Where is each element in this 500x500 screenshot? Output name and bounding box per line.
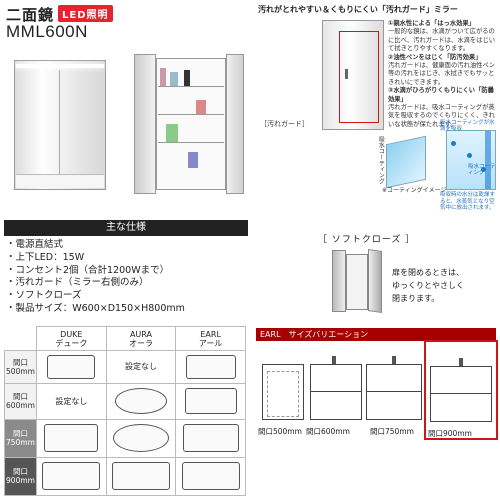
sink-image [42, 462, 101, 491]
led-badge: LED照明 [58, 5, 113, 22]
guard-mirror-image [322, 20, 384, 130]
sink-image [114, 388, 167, 415]
spec-list: ・電源直結式 ・上下LED：15W ・コンセント2個（合計1200Wまで） ・汚… [6, 239, 246, 316]
spec-item: ・製品サイズ：W600×D150×H800mm [6, 302, 185, 314]
absorb-diagram-side: 吸水コーティング [468, 164, 496, 176]
sink-image [111, 462, 170, 491]
spec-item: ・コンセント2個（合計1200Wまで） [6, 264, 170, 276]
sink-image [44, 424, 99, 453]
coating-diagram [386, 135, 426, 189]
not-available-text: 設定なし [36, 382, 107, 420]
cabinet-closed-image [6, 48, 116, 198]
spec-item: ・上下LED：15W [6, 251, 85, 263]
spec-heading: 主な仕様 [4, 220, 248, 236]
cabinet-open-image [128, 54, 248, 194]
soft-close-image [328, 249, 386, 313]
sink-image [181, 462, 240, 491]
soft-close-title: ［ ソフトクローズ ］ [318, 235, 416, 245]
sink-image [185, 354, 236, 379]
absorb-diagram-note: 吸収時の水分は乾燥すると、水蒸気となり空気中に放出されます。 [440, 192, 496, 211]
sink-image [112, 424, 169, 453]
spec-item: ・ソフトクローズ [6, 290, 82, 302]
coating-label: 吸水コーティング [377, 136, 385, 184]
earl-variant-900: 間口900mm [424, 340, 498, 440]
guard-notes: ①親水性による「はっ水効果」 一般的な鏡は、水滴がついて広がるのに比べ、汚れガー… [388, 20, 496, 128]
earl-variant-750: 間口750mm [364, 354, 428, 440]
spec-item: ・汚れガード（ミラー右側のみ） [6, 277, 149, 289]
sink-image [47, 354, 96, 379]
spec-item: ・電源直結式 [6, 239, 64, 250]
earl-heading: EARL サイズバリエーション [256, 328, 496, 341]
guard-title: 汚れがとれやすい＆くもりにくい「汚れガード」ミラー [258, 5, 458, 14]
absorb-diagram-top: 吸水コーティングが水滴を吸収 [440, 120, 495, 132]
model-number: MML600N [6, 22, 88, 41]
not-available-text: 設定なし [105, 350, 177, 384]
coating-image-caption: ※コーティングイメージ [382, 187, 447, 194]
earl-variant-500: 間口500mm [258, 360, 316, 440]
absorb-diagram [446, 130, 496, 190]
guard-label: ［汚れガード］ [260, 120, 309, 128]
sink-image [184, 388, 237, 415]
earl-variant-600: 間口600mm [306, 354, 370, 440]
soft-close-text: 扉を閉めるときは、 ゆっくりとやさしく 閉まります。 [392, 268, 464, 303]
sink-image [182, 424, 239, 453]
